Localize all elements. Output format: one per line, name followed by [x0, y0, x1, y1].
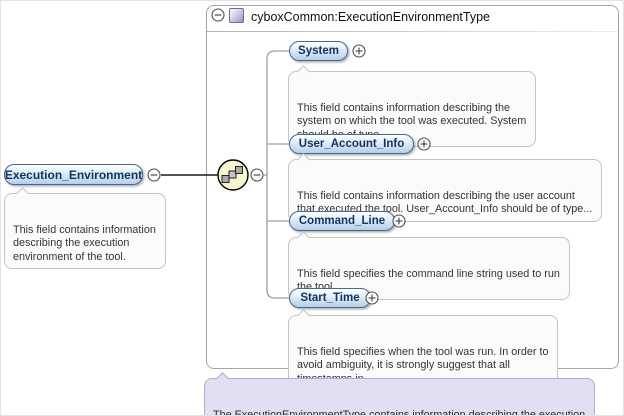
- complex-type-icon: [229, 8, 244, 23]
- tooltip-pointer: [216, 372, 229, 385]
- element-start-time[interactable]: Start_Time: [289, 288, 371, 308]
- element-system[interactable]: System: [289, 41, 348, 61]
- tooltip-pointer: [16, 187, 29, 200]
- element-command-line[interactable]: Command_Line: [289, 211, 395, 231]
- element-execution-environment[interactable]: Execution_Environment: [4, 164, 143, 185]
- element-label: Start_Time: [300, 292, 360, 304]
- element-label: System: [298, 45, 339, 57]
- element-label: User_Account_Info: [298, 138, 405, 150]
- collapse-type-icon[interactable]: [211, 8, 225, 22]
- complex-type-title: cyboxCommon:ExecutionEnvironmentType: [251, 10, 491, 24]
- type-annotation: The ExecutionEnvironmentType contains in…: [204, 372, 596, 415]
- tooltip-system: This field contains information describi…: [288, 65, 537, 147]
- tooltip-execution-environment: This field contains information describi…: [4, 187, 166, 269]
- expand-user-account-info-icon[interactable]: [417, 137, 431, 151]
- element-label: Execution_Environment: [4, 167, 143, 182]
- element-label: Command_Line: [298, 215, 386, 227]
- collapse-execution-environment-icon[interactable]: [147, 168, 161, 182]
- header-divider: [207, 31, 618, 32]
- collapse-sequence-icon[interactable]: [250, 168, 264, 182]
- expand-system-icon[interactable]: [352, 44, 366, 58]
- expand-start-time-icon[interactable]: [365, 291, 379, 305]
- element-user-account-info[interactable]: User_Account_Info: [289, 134, 414, 154]
- tooltip-user-account-info: This field contains information describi…: [288, 153, 603, 222]
- expand-command-line-icon[interactable]: [392, 214, 406, 228]
